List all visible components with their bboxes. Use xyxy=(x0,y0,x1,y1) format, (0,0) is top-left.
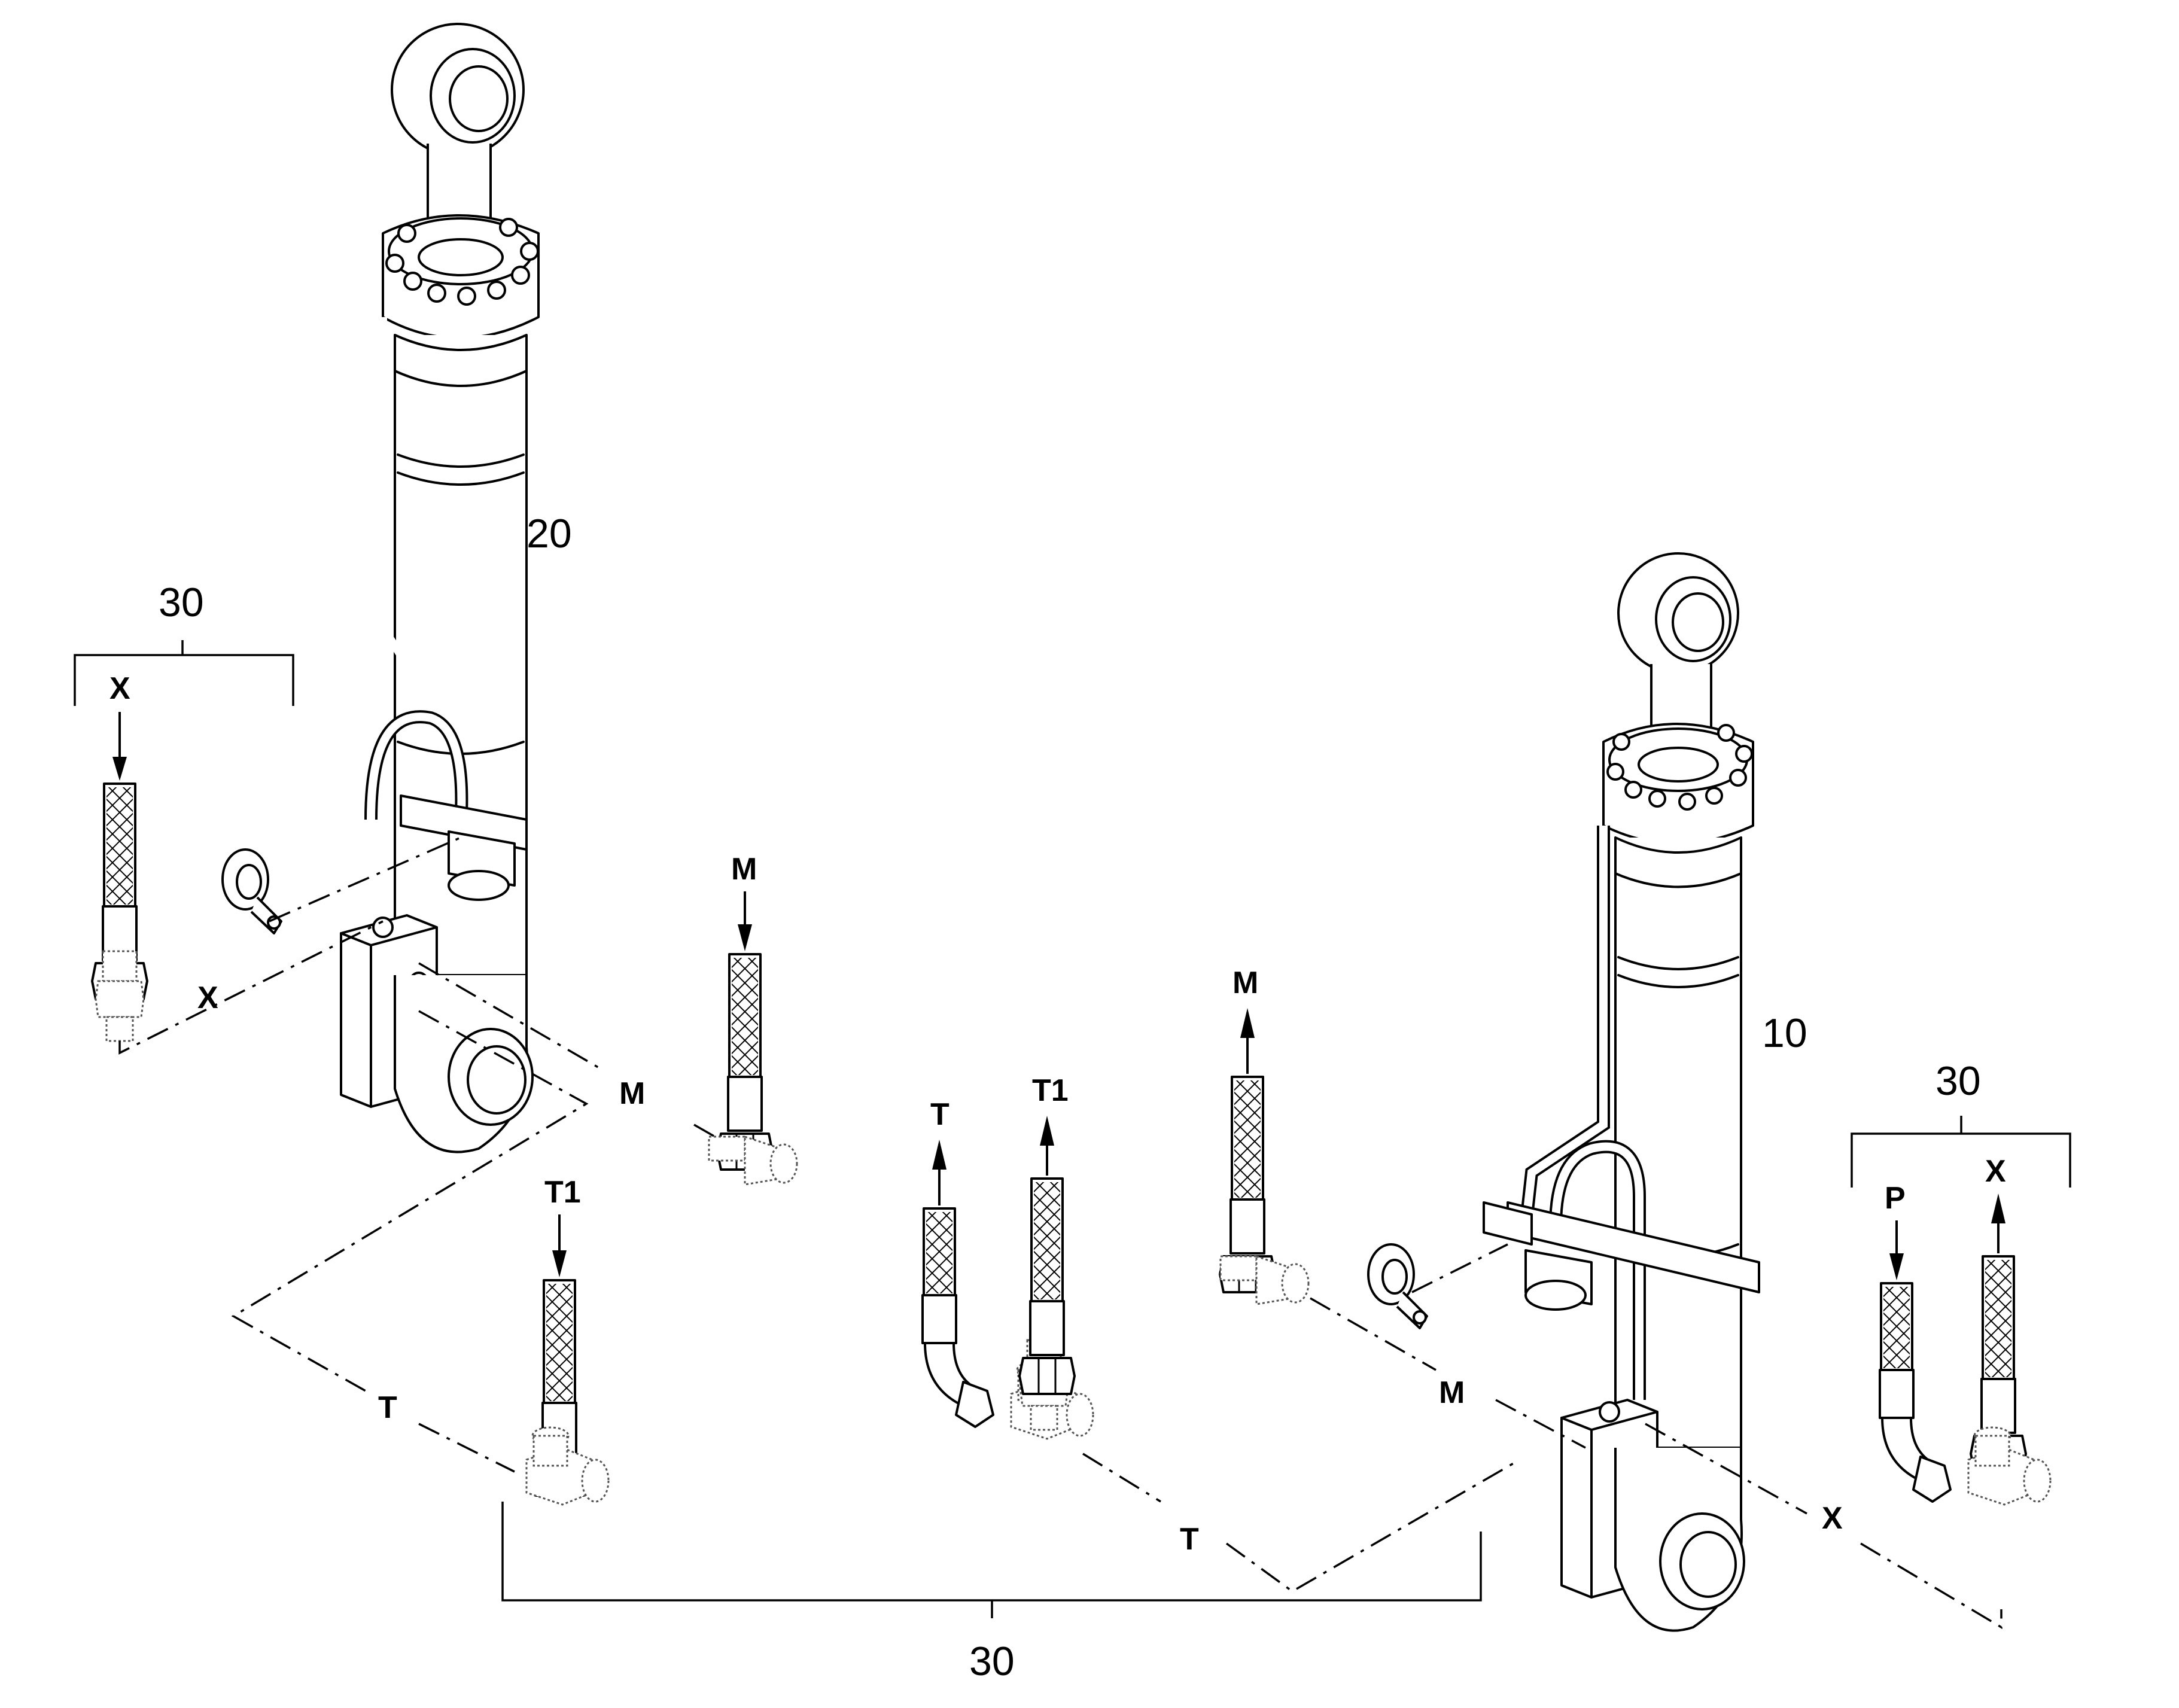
fitting-x-left xyxy=(95,950,145,1042)
callout-20: 20 xyxy=(527,511,572,556)
port-label-x-kit-left: X xyxy=(109,671,130,706)
bracket-30-left xyxy=(74,640,294,706)
callout-30-left: 30 xyxy=(159,580,204,625)
callout-30-right: 30 xyxy=(1935,1058,1981,1104)
hose-p-right xyxy=(1879,1282,1952,1503)
bracket-30-bottom xyxy=(501,1502,1482,1618)
clamp-right xyxy=(1367,1243,1428,1329)
port-label-x-right: X xyxy=(1985,1154,2006,1189)
fitting-m-left xyxy=(708,1135,798,1186)
port-label-x-line-left: X xyxy=(197,981,218,1015)
port-label-m-mid: M xyxy=(1232,966,1258,1000)
hose-t1-mid xyxy=(1018,1177,1076,1395)
leader-x-left xyxy=(118,920,384,1055)
leader-t-right xyxy=(1082,1453,1520,1593)
port-label-p-right: P xyxy=(1885,1181,1906,1216)
callout-30-bottom: 30 xyxy=(969,1639,1015,1684)
port-label-x-line-right: X xyxy=(1822,1501,1843,1536)
port-label-m-line-right: M xyxy=(1439,1375,1465,1410)
port-label-t1-bottom: T1 xyxy=(544,1175,581,1210)
cylinder-20 xyxy=(340,23,540,1153)
bracket-30-right xyxy=(1851,1116,2071,1188)
callout-10: 10 xyxy=(1762,1010,1807,1056)
hose-t-mid xyxy=(921,1207,994,1428)
leader-m-right xyxy=(1310,1297,1586,1449)
leader-m-left xyxy=(418,962,737,1150)
leader-t-left xyxy=(231,1010,589,1473)
leader-clamp-right xyxy=(1411,1243,1508,1293)
port-label-m-left: M xyxy=(731,852,757,887)
port-label-t-line-left: T xyxy=(378,1390,397,1425)
port-label-t1-mid: T1 xyxy=(1032,1073,1069,1108)
port-label-m-line-left: M xyxy=(619,1076,645,1111)
cylinder-10 xyxy=(1483,552,1760,1632)
port-label-t-mid: T xyxy=(930,1097,949,1132)
port-label-t-line-right: T xyxy=(1180,1522,1199,1557)
leader-clamp-left xyxy=(269,836,461,922)
leader-x-right xyxy=(1645,1423,2003,1630)
fitting-m-mid xyxy=(1219,1255,1310,1305)
